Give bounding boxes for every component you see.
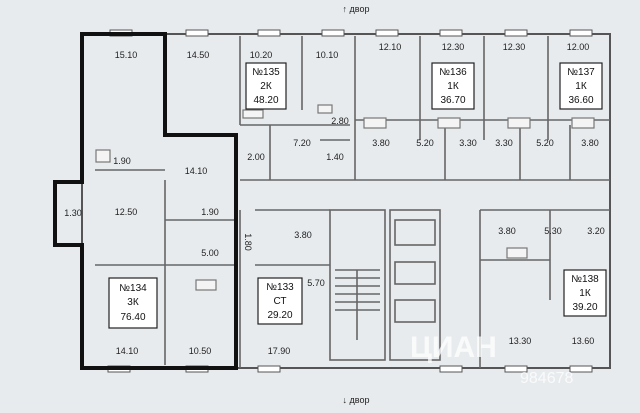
room-area: 5.30 [544, 226, 562, 236]
watermark-logo: ЦИАН [410, 331, 497, 364]
room-area: 12.10 [379, 42, 402, 52]
apartment-number: №134 [119, 283, 147, 294]
room-area: 5.70 [307, 278, 325, 288]
stair-core [329, 209, 441, 361]
room-area: 3.80 [372, 138, 390, 148]
room-area: 10.10 [316, 50, 339, 60]
apartment-number: №138 [571, 274, 599, 285]
room-area: 5.00 [201, 248, 219, 258]
apartment-area: 29.20 [267, 310, 292, 321]
apartment-box-137[interactable]: №137 1К 36.60 [559, 62, 603, 110]
room-area: 3.80 [294, 230, 312, 240]
apartment-box-134[interactable]: №134 3К 76.40 [108, 277, 158, 329]
apartment-type: 1К [447, 81, 459, 92]
room-area: 14.10 [185, 166, 208, 176]
room-area-labels: 15.10 14.50 10.20 10.10 12.10 12.30 12.3… [64, 42, 605, 356]
room-area: 13.30 [509, 336, 532, 346]
room-area: 1.90 [113, 156, 131, 166]
watermark-phone: 984678 [520, 370, 573, 387]
room-area: 12.00 [567, 42, 590, 52]
apartment-type: 1К [579, 288, 591, 299]
apartment-type: 3К [127, 297, 139, 308]
apartment-box-136[interactable]: №136 1К 36.70 [431, 62, 475, 110]
room-area: 12.50 [115, 207, 138, 217]
room-area: 3.30 [495, 138, 513, 148]
apartment-type: 1К [575, 81, 587, 92]
apartment-area: 76.40 [120, 312, 145, 323]
entrance-top-label: ↑ двор [343, 4, 370, 14]
room-area: 12.30 [442, 42, 465, 52]
room-area: 3.80 [498, 226, 516, 236]
entrance-bottom-label: ↓ двор [343, 395, 370, 405]
apartment-number: №133 [266, 282, 294, 293]
room-area: 14.50 [187, 50, 210, 60]
building-outline [81, 33, 611, 369]
room-area: 13.60 [572, 336, 595, 346]
apartment-number: №136 [439, 67, 467, 78]
room-area: 15.10 [115, 50, 138, 60]
room-area: 10.20 [250, 50, 273, 60]
apartment-box-135[interactable]: №135 2К 48.20 [245, 62, 287, 110]
apartment-134-outline [53, 32, 238, 370]
apartment-box-133[interactable]: №133 СТ 29.20 [257, 277, 303, 325]
room-area: 5.20 [536, 138, 554, 148]
apartment-type: СТ [274, 296, 287, 307]
room-area: 10.50 [189, 346, 212, 356]
room-area: 3.80 [581, 138, 599, 148]
apartment-type: 2К [260, 81, 272, 92]
room-area: 7.20 [293, 138, 311, 148]
room-area: 17.90 [268, 346, 291, 356]
room-area: 2.00 [247, 152, 265, 162]
interior-walls [95, 36, 610, 368]
apartment-box-138[interactable]: №138 1К 39.20 [563, 269, 607, 317]
room-area: 1.80 [243, 233, 253, 251]
room-area: 14.10 [116, 346, 139, 356]
apartment-number: №137 [567, 67, 595, 78]
room-area: 5.20 [416, 138, 434, 148]
apartment-area: 48.20 [253, 95, 278, 106]
room-area: 3.30 [459, 138, 477, 148]
apartment-area: 36.60 [568, 95, 593, 106]
apartment-area: 39.20 [572, 302, 597, 313]
apartment-number: №135 [252, 67, 280, 78]
room-area: 12.30 [503, 42, 526, 52]
room-area: 1.40 [326, 152, 344, 162]
room-area: 3.20 [587, 226, 605, 236]
room-area: 2.80 [331, 116, 349, 126]
room-area: 1.30 [64, 208, 82, 218]
room-area: 1.90 [201, 207, 219, 217]
apartment-area: 36.70 [440, 95, 465, 106]
